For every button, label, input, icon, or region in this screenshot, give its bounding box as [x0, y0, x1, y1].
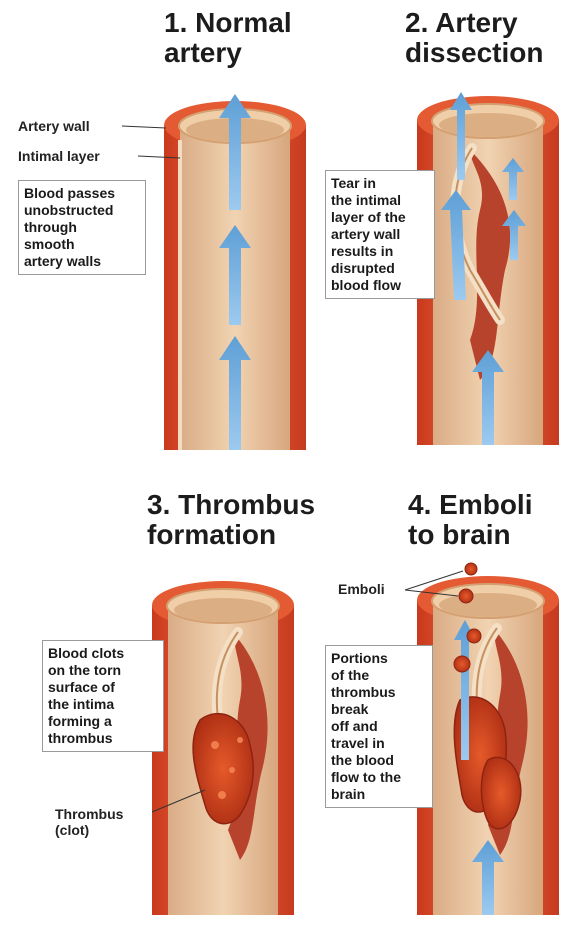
artery-wall-label: Artery wall [18, 118, 90, 134]
embolus [454, 656, 470, 672]
embolus [459, 589, 473, 603]
emboli-label: Emboli [338, 581, 385, 597]
panel-2-title: 2. Artery dissection [405, 8, 543, 68]
panel-4-title: 4. Emboli to brain [408, 490, 532, 550]
artery-wall-leader [122, 126, 166, 128]
panel-1-title: 1. Normal artery [164, 8, 292, 68]
intimal-layer-edge [178, 140, 182, 450]
embolus [467, 629, 481, 643]
normal-artery [122, 94, 306, 450]
thrombus-label: Thrombus (clot) [55, 806, 123, 838]
thrombus-artery [152, 581, 294, 915]
embolus [465, 563, 477, 575]
panel-3-title: 3. Thrombus formation [147, 490, 315, 550]
intimal-layer-label: Intimal layer [18, 148, 100, 164]
dissection-artery [417, 92, 559, 445]
